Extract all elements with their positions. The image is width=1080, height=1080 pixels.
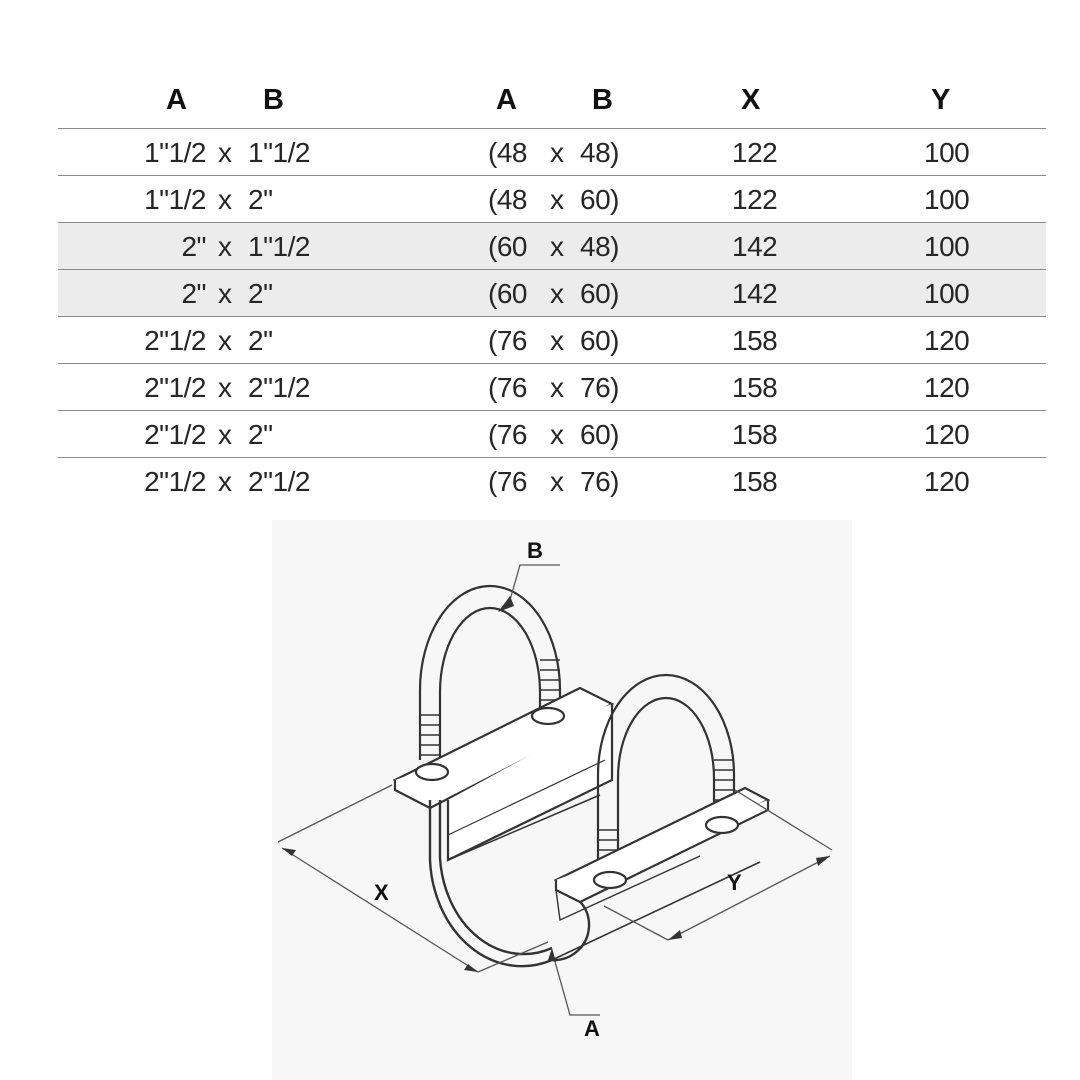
cell-y: 100 (924, 231, 970, 262)
table-row: 2"1/2 x 2" (76 x 60) 158 120 (58, 410, 1046, 457)
cell-a-inch: 1"1/2 (144, 137, 206, 168)
table-row: 2"1/2 x 2" (76 x 60) 158 120 (58, 316, 1046, 363)
table-row: 2"1/2 x 2"1/2 (76 x 76) 158 120 (58, 457, 1046, 504)
cell-b-inch: 1"1/2 (248, 231, 310, 262)
cell-b-mm: 60) (580, 419, 619, 450)
cell-y: 100 (924, 278, 970, 309)
cell-separator: x (550, 184, 564, 215)
cell-a-mm: (60 (488, 278, 527, 309)
cell-a-mm: (48 (488, 137, 527, 168)
cell-x: 158 (732, 419, 778, 450)
header-b-inch: B (263, 84, 284, 116)
cell-separator: x (550, 137, 564, 168)
cell-b-mm: 76) (580, 372, 619, 403)
cell-x: 142 (732, 278, 778, 309)
cell-b-inch: 2" (248, 184, 273, 215)
cell-a-mm: (60 (488, 231, 527, 262)
cell-b-mm: 60) (580, 184, 619, 215)
cell-separator: x (218, 184, 232, 215)
cell-separator: x (218, 466, 232, 497)
cell-a-mm: (76 (488, 372, 527, 403)
back-u-bolt (418, 584, 562, 760)
cell-b-mm: 48) (580, 137, 619, 168)
front-u-bolt (596, 673, 736, 880)
cell-b-mm: 48) (580, 231, 619, 262)
cell-separator: x (218, 325, 232, 356)
table-row: 2"1/2 x 2"1/2 (76 x 76) 158 120 (58, 363, 1046, 410)
cell-b-inch: 2" (248, 325, 273, 356)
cell-separator: x (218, 419, 232, 450)
cell-a-inch: 1"1/2 (144, 184, 206, 215)
label-y: Y (727, 870, 742, 895)
cell-a-mm: (76 (488, 325, 527, 356)
cell-a-inch: 2"1/2 (144, 372, 206, 403)
cell-b-inch: 2" (248, 419, 273, 450)
cell-y: 120 (924, 325, 970, 356)
front-plate (553, 786, 771, 904)
cell-a-inch: 2"1/2 (144, 466, 206, 497)
label-b: B (527, 538, 543, 563)
table-row: 1"1/2 x 2" (48 x 60) 122 100 (58, 175, 1046, 222)
cell-separator: x (550, 419, 564, 450)
table-row: 2" x 1"1/2 (60 x 48) 142 100 (58, 222, 1046, 269)
cell-y: 120 (924, 419, 970, 450)
table-row: 2" x 2" (60 x 60) 142 100 (58, 269, 1046, 316)
cell-y: 100 (924, 184, 970, 215)
cell-separator: x (550, 466, 564, 497)
cell-b-inch: 2" (248, 278, 273, 309)
cell-separator: x (218, 137, 232, 168)
cell-a-inch: 2"1/2 (144, 325, 206, 356)
cell-x: 158 (732, 325, 778, 356)
cell-a-inch: 2" (181, 278, 206, 309)
cell-separator: x (218, 231, 232, 262)
cell-separator: x (218, 278, 232, 309)
table-row: 1"1/2 x 1"1/2 (48 x 48) 122 100 (58, 128, 1046, 175)
dimension-lines (277, 564, 833, 1016)
cell-b-mm: 76) (580, 466, 619, 497)
cell-b-inch: 2"1/2 (248, 372, 310, 403)
cell-separator: x (550, 278, 564, 309)
cell-x: 122 (732, 137, 778, 168)
cell-b-mm: 60) (580, 325, 619, 356)
cell-y: 120 (924, 466, 970, 497)
cell-a-mm: (76 (488, 419, 527, 450)
cell-separator: x (218, 372, 232, 403)
cell-x: 122 (732, 184, 778, 215)
dimension-arrows (282, 596, 830, 972)
cell-a-inch: 2" (181, 231, 206, 262)
cell-y: 100 (924, 137, 970, 168)
label-a: A (584, 1016, 600, 1041)
cell-separator: x (550, 325, 564, 356)
cell-a-mm: (48 (488, 184, 527, 215)
cell-y: 120 (924, 372, 970, 403)
cell-x: 142 (732, 231, 778, 262)
header-a-mm: A (496, 84, 517, 116)
header-y: Y (931, 84, 951, 116)
cell-a-inch: 2"1/2 (144, 419, 206, 450)
cell-a-mm: (76 (488, 466, 527, 497)
label-x: X (374, 880, 389, 905)
cell-b-inch: 2"1/2 (248, 466, 310, 497)
header-b-mm: B (592, 84, 613, 116)
cell-x: 158 (732, 466, 778, 497)
cell-b-inch: 1"1/2 (248, 137, 310, 168)
header-a-inch: A (166, 84, 187, 116)
back-plate (392, 686, 615, 862)
header-x: X (741, 84, 761, 116)
cell-b-mm: 60) (580, 278, 619, 309)
cell-separator: x (550, 231, 564, 262)
table-header: A B A B X Y (58, 76, 1046, 128)
cell-separator: x (550, 372, 564, 403)
cell-x: 158 (732, 372, 778, 403)
